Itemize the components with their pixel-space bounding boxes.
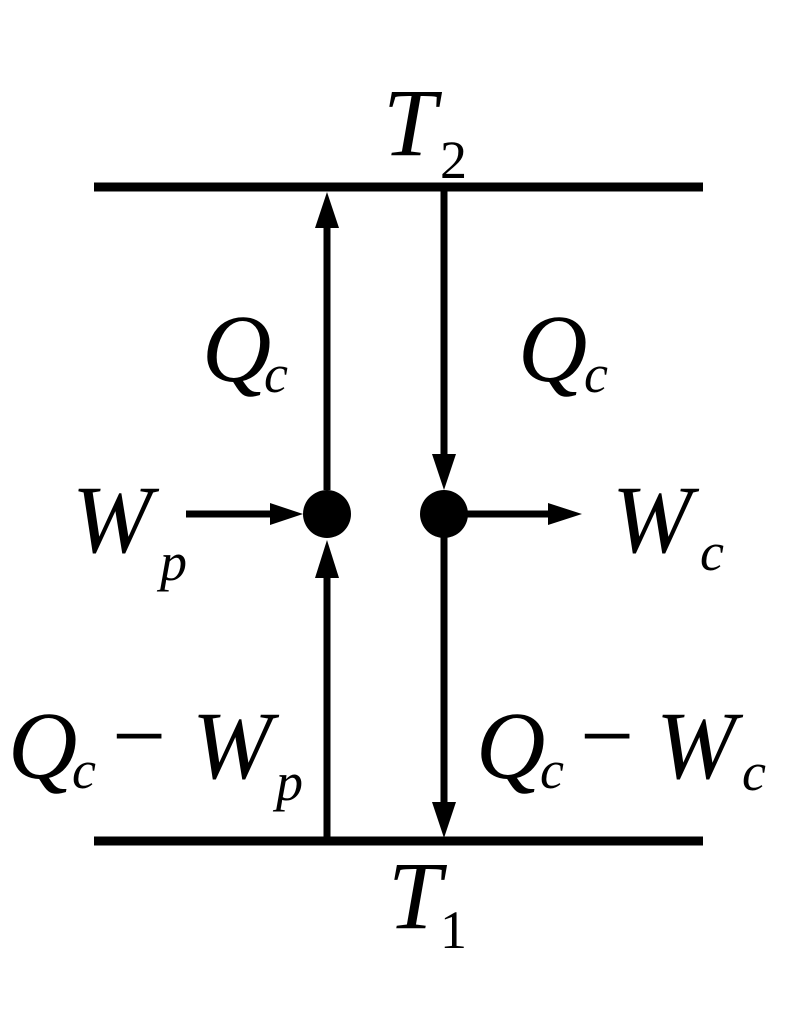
right-upper-heat-label: Q c — [518, 295, 608, 404]
work-input-arrowhead — [270, 503, 303, 525]
left-upper-heat-symbol: Q — [202, 295, 271, 402]
hot-reservoir-label: T 2 — [383, 69, 467, 190]
work-output-label: W c — [612, 466, 724, 582]
right-lower-arrowhead — [432, 802, 456, 838]
left-lower-arrowhead — [315, 540, 339, 578]
right-lower-w-symbol: W — [656, 692, 744, 799]
left-lower-w-symbol: W — [192, 692, 280, 799]
hot-reservoir-subscript: 2 — [440, 130, 467, 190]
left-lower-q-symbol: Q — [8, 692, 77, 799]
left-lower-w-subscript: p — [272, 752, 303, 812]
left-engine-node — [303, 490, 351, 538]
right-lower-heat-label: Q c − W c — [476, 682, 766, 802]
left-upper-heat-subscript: c — [264, 344, 288, 404]
work-input-symbol: W — [72, 466, 160, 573]
left-lower-heat-label: Q c − W p — [8, 682, 303, 812]
work-output-symbol: W — [612, 466, 700, 573]
hot-reservoir-symbol: T — [383, 69, 443, 176]
right-lower-w-subscript: c — [742, 742, 766, 802]
right-upper-heat-symbol: Q — [518, 295, 587, 402]
left-upper-heat-label: Q c — [202, 295, 288, 404]
cold-reservoir-subscript: 1 — [440, 900, 467, 960]
right-lower-q-subscript: c — [540, 740, 564, 800]
left-lower-minus: − — [112, 682, 166, 789]
work-output-arrowhead — [548, 503, 582, 525]
cold-reservoir-symbol: T — [388, 842, 448, 949]
work-output-subscript: c — [700, 522, 724, 582]
right-lower-minus: − — [580, 682, 634, 789]
left-lower-q-subscript: c — [72, 740, 96, 800]
left-upper-arrowhead — [315, 192, 339, 228]
right-upper-arrowhead — [432, 454, 456, 490]
right-engine-node — [420, 490, 468, 538]
right-lower-q-symbol: Q — [476, 692, 545, 799]
work-input-subscript: p — [156, 532, 187, 592]
cold-reservoir-label: T 1 — [388, 842, 467, 960]
work-input-label: W p — [72, 466, 187, 592]
right-upper-heat-subscript: c — [584, 344, 608, 404]
